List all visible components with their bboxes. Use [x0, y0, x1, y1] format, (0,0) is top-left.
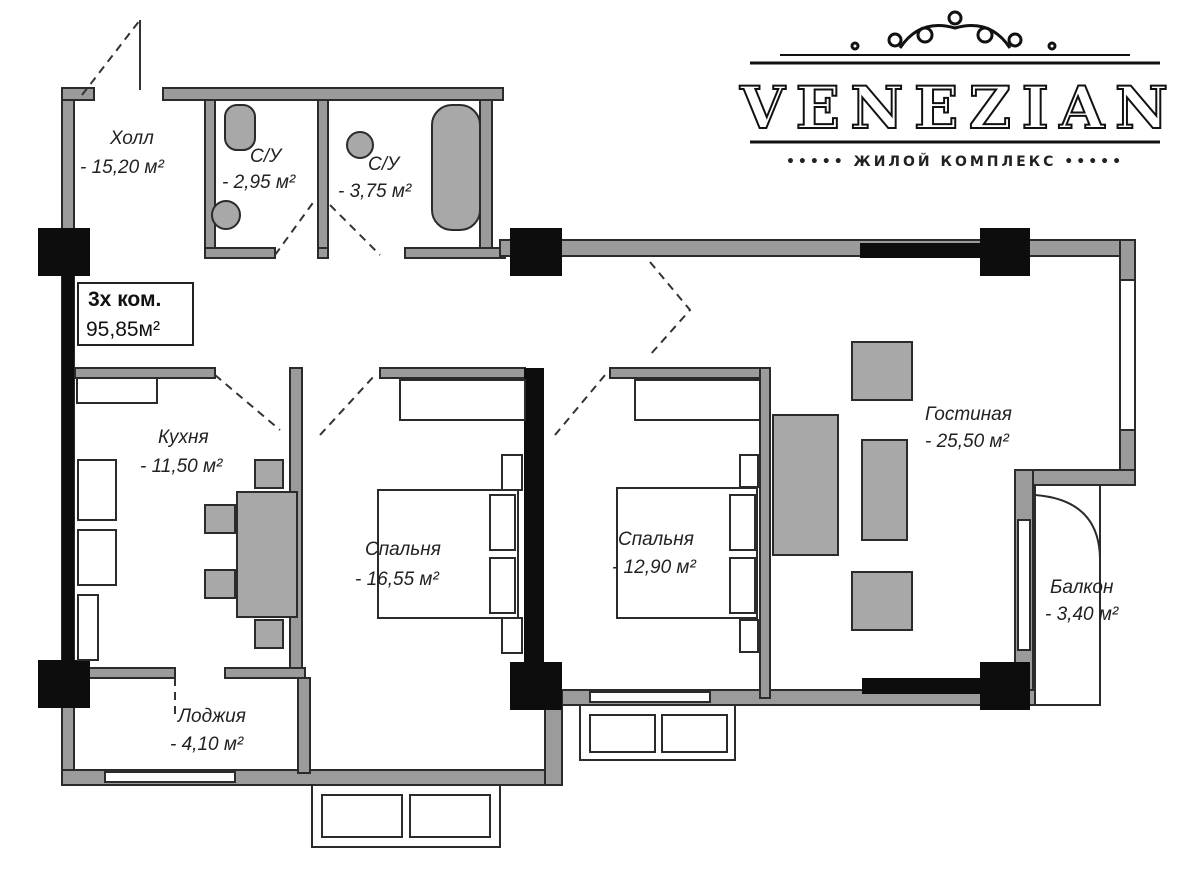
- sink-icon: [346, 131, 374, 159]
- room-area: - 2,95 м²: [222, 172, 296, 193]
- room-name: Холл: [109, 128, 154, 149]
- furniture: [76, 104, 913, 661]
- room-name: Лоджия: [176, 706, 246, 727]
- logo-subtitle: ••••• ЖИЛОЙ КОМПЛЕКС •••••: [786, 153, 1124, 170]
- room-area: - 25,50 м²: [925, 431, 1009, 452]
- sofa-icon: [772, 414, 839, 556]
- wardrobe-icon: [399, 379, 526, 421]
- room-name: Кухня: [158, 427, 209, 448]
- room-area: - 15,20 м²: [80, 157, 164, 178]
- apartment-type: 3х ком.: [88, 288, 161, 311]
- apartment-area: 95,85м²: [86, 318, 160, 341]
- room-area: - 12,90 м²: [612, 557, 696, 578]
- logo-title: VENEZIAN: [739, 74, 1170, 142]
- columns: [38, 228, 1030, 710]
- room-area: - 3,40 м²: [1045, 604, 1119, 625]
- room-name: Гостиная: [925, 404, 1012, 425]
- armchair-icon: [851, 571, 913, 631]
- room-area: - 4,10 м²: [170, 734, 244, 755]
- toilet-icon: [224, 104, 256, 151]
- room-name: Спальня: [365, 539, 441, 560]
- room-labels: Холл - 15,20 м² С/У - 2,95 м² С/У - 3,75…: [80, 128, 1119, 755]
- armchair-icon: [851, 341, 913, 401]
- room-name: Спальня: [618, 529, 694, 550]
- ornament-icon: [850, 10, 1057, 51]
- stove-icon: [77, 529, 117, 586]
- apartment-badge: 3х ком. 95,85м²: [77, 282, 194, 346]
- logo: VENEZIAN ••••• ЖИЛОЙ КОМПЛЕКС •••••: [738, 10, 1170, 170]
- room-area: - 16,55 м²: [355, 569, 439, 590]
- sink-icon: [211, 200, 241, 230]
- room-area: - 11,50 м²: [140, 456, 223, 477]
- dining-table-icon: [236, 491, 298, 618]
- wardrobe-icon: [634, 379, 761, 421]
- room-area: - 3,75 м²: [338, 181, 412, 202]
- room-name: С/У: [250, 146, 283, 167]
- doors: [81, 19, 1101, 720]
- room-name: С/У: [368, 154, 401, 175]
- room-name: Балкон: [1050, 577, 1114, 598]
- coffee-table-icon: [861, 439, 908, 541]
- kitchen-sink-icon: [77, 459, 117, 521]
- bathtub-icon: [431, 104, 481, 231]
